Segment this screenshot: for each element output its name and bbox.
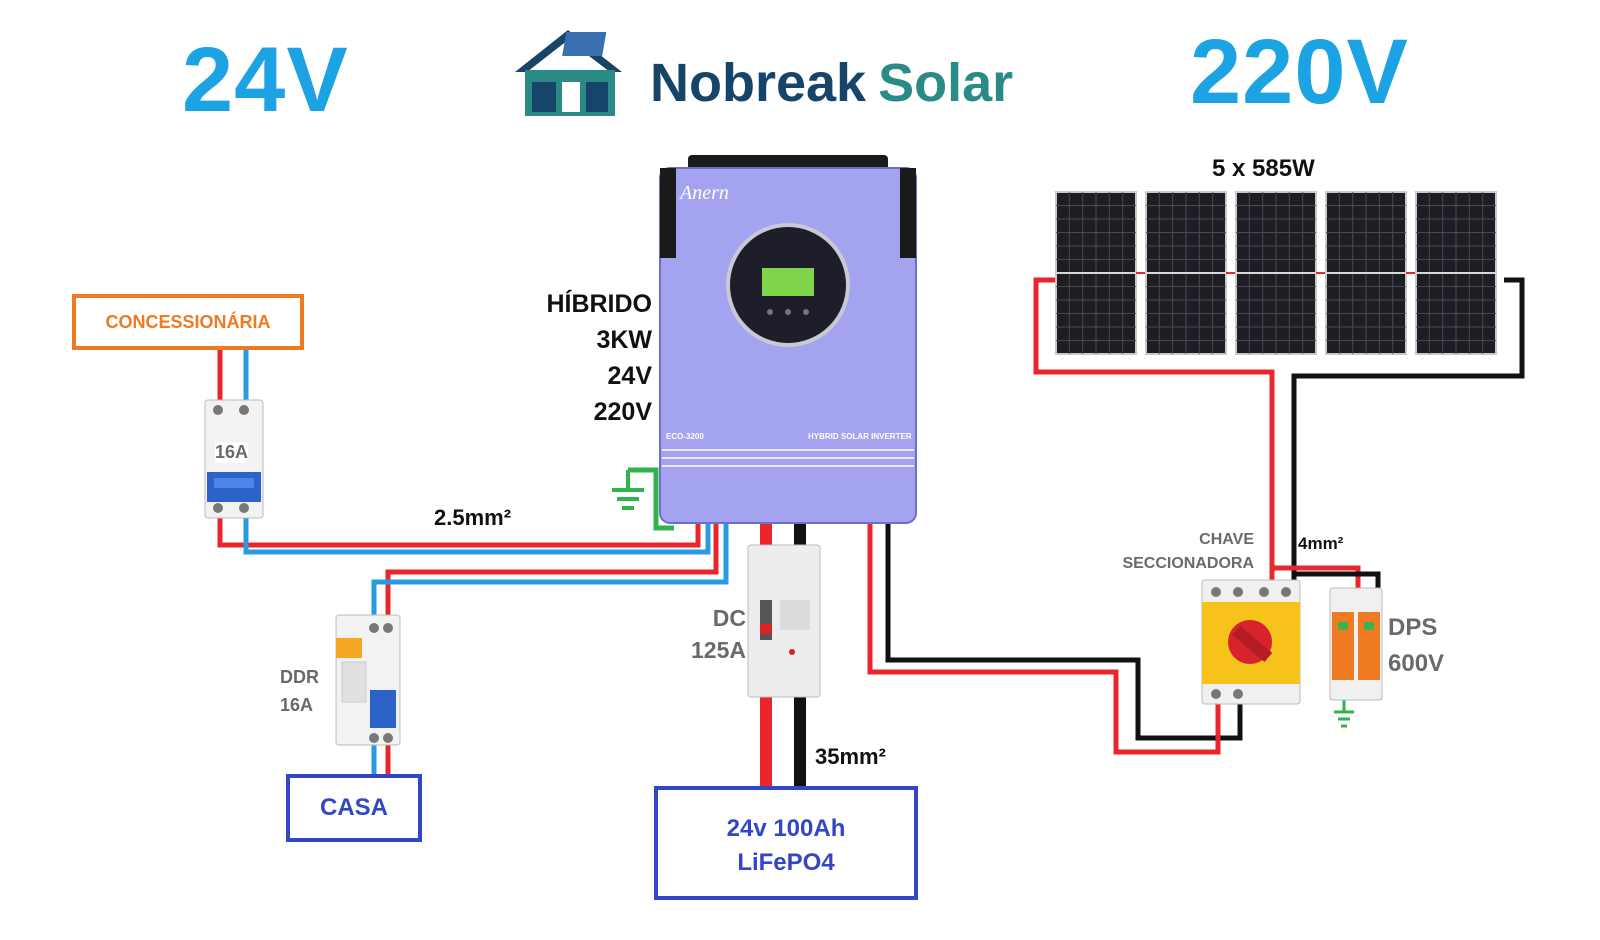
dc-breaker — [747, 544, 821, 698]
logo-word-nobreak: Nobreak — [650, 53, 867, 113]
ac-out-blue-wire — [371, 523, 729, 625]
rcd-label-rating: 16A — [280, 695, 314, 715]
solar-panel — [1415, 191, 1497, 355]
surge-protector-label-rating: 600V — [1388, 650, 1445, 677]
solar-array — [1055, 191, 1497, 355]
surge-protector-label: DPS 600V — [1388, 610, 1444, 682]
house-battery-icon — [515, 30, 622, 116]
battery-chemistry: LiFePO4 — [737, 849, 835, 876]
ac-out-red-wire — [385, 523, 719, 625]
grid-source-box: CONCESSIONÁRIA — [72, 294, 304, 350]
pv-dps-red-wire — [1272, 565, 1361, 592]
pv-black-wire — [1291, 277, 1525, 585]
pv-dps-black-wire — [1294, 571, 1381, 592]
header-left-voltage: 24V — [182, 29, 349, 131]
ac-in-blue-wire — [243, 515, 711, 555]
load-box: CASA — [286, 774, 422, 842]
solar-panel — [1055, 191, 1146, 355]
pv-switch-label-line2: SECCIONADORA — [1122, 555, 1254, 572]
pv-disconnect-switch — [1201, 579, 1301, 705]
ac-breaker-label: 16A — [215, 442, 249, 463]
battery-cable-label: 35mm² — [815, 744, 886, 769]
inverter-lcd — [762, 268, 814, 296]
dc-breaker-label-type: DC — [712, 605, 746, 631]
surge-protector-label-name: DPS — [1388, 614, 1438, 641]
switch-red-wire — [867, 523, 1221, 755]
solar-array-label: 5 x 585W — [1212, 155, 1315, 182]
header-right-voltage: 220V — [1190, 21, 1409, 123]
pv-red-wire — [1033, 277, 1275, 585]
surge-protector — [1329, 587, 1383, 701]
inverter-specs: HÍBRIDO 3KW 24V 220V — [546, 286, 652, 430]
inverter-spec-ac-voltage: 220V — [593, 398, 652, 426]
rcd-label-name: DDR — [280, 667, 319, 687]
solar-panel — [1235, 191, 1326, 355]
switch-black-wire — [885, 523, 1243, 741]
pv-switch-label: CHAVE SECCIONADORA — [1104, 528, 1254, 576]
inverter-brand: Anern — [680, 182, 729, 204]
ac-in-red-wire — [217, 515, 701, 548]
solar-panel — [1145, 191, 1236, 355]
inverter-spec-dc-voltage: 24V — [607, 362, 652, 390]
inverter-spec-type: HÍBRIDO — [546, 290, 652, 318]
inverter-spec-power: 3KW — [596, 326, 652, 354]
ground-green-wire — [628, 467, 674, 531]
battery-box: 24v 100Ah LiFePO4 — [654, 786, 918, 900]
dc-breaker-label: DC 125A — [682, 602, 746, 666]
dps-ground-icon — [1334, 700, 1354, 728]
battery-capacity: 24v 100Ah — [726, 815, 846, 842]
pv-cable-label: 4mm² — [1298, 534, 1344, 553]
ground-icon — [612, 470, 644, 510]
rcd-label: DDR 16A — [280, 663, 319, 719]
inverter — [659, 155, 917, 524]
solar-panel — [1325, 191, 1416, 355]
inverter-model: ECO-3200 — [666, 432, 704, 441]
ac-cable-label: 2.5mm² — [434, 505, 512, 530]
logo-word-solar: Solar — [878, 53, 1014, 113]
inverter-subtitle: HYBRID SOLAR INVERTER — [808, 432, 912, 441]
rcd-device — [335, 614, 401, 746]
dc-breaker-label-rating: 125A — [691, 637, 746, 663]
pv-switch-label-line1: CHAVE — [1199, 531, 1254, 548]
